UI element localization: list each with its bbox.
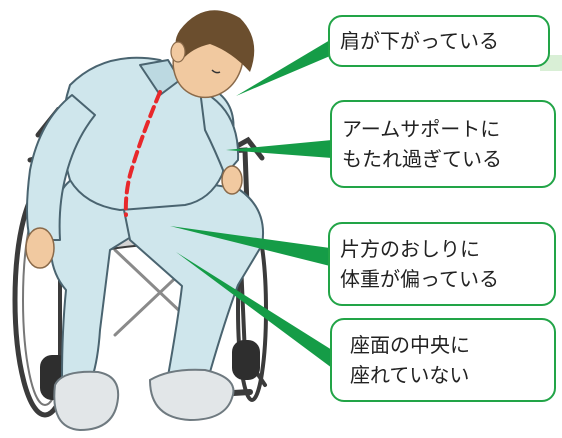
pointer-4 [176, 252, 332, 368]
callout-pointers [170, 40, 332, 368]
pointer-2 [226, 140, 332, 158]
slipper-right [148, 368, 235, 422]
spine-indicator-line [123, 90, 162, 217]
pajama-top [26, 56, 240, 241]
pointer-1 [236, 40, 330, 96]
slippers [53, 368, 235, 432]
callout-shoulder-dropped: 肩が下がっている [328, 15, 550, 67]
head [170, 10, 255, 99]
slipper-left [53, 370, 120, 432]
hand-left [25, 227, 55, 269]
callout-weight-on-one-side: 片方のおしりに 体重が偏っている [328, 222, 556, 306]
callout-leaning-on-armrest: アームサポートに もたれ過ぎている [330, 100, 556, 188]
callout-not-centered-on-seat: 座面の中央に 座れていない [330, 318, 556, 402]
hair [175, 10, 255, 72]
trousers [49, 169, 264, 379]
caster-right [232, 340, 260, 380]
pointer-3 [170, 226, 330, 266]
hand-right [221, 165, 243, 195]
